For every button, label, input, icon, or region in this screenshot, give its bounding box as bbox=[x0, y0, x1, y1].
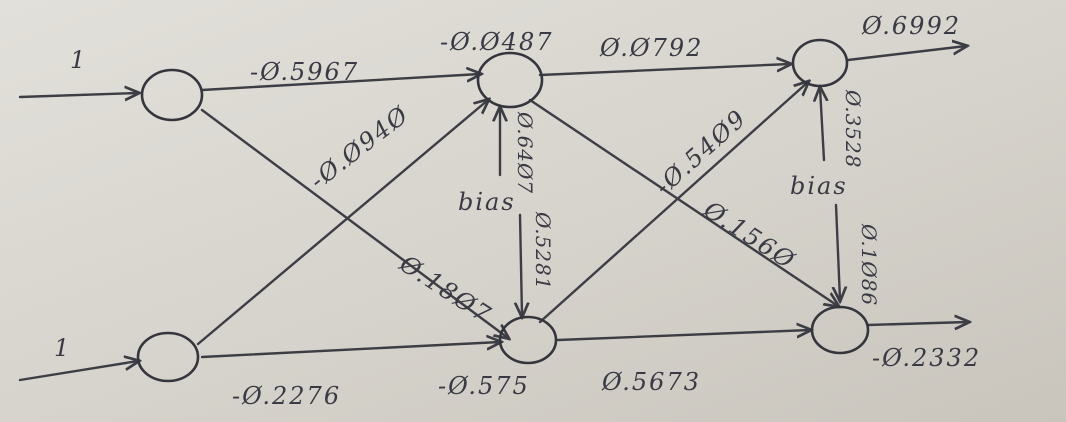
bias-weight-o1-bottom: Ø.1Ø86 bbox=[857, 223, 881, 306]
edge-i2-h1 bbox=[196, 100, 488, 346]
bias-arrow-o2 bbox=[836, 203, 840, 300]
edge-i1-h1 bbox=[200, 74, 480, 92]
weight-h1-o1: Ø.Ø792 bbox=[599, 34, 703, 62]
hidden-node-1 bbox=[476, 51, 544, 109]
output-value-2: -Ø.2332 bbox=[872, 344, 981, 372]
edge-h2-o2 bbox=[556, 330, 810, 342]
input-arrow-1 bbox=[18, 93, 138, 97]
weight-h2-bias: -Ø.575 bbox=[438, 372, 530, 400]
input-arrow-2 bbox=[18, 361, 138, 382]
weight-i1-h1: -Ø.5967 bbox=[250, 58, 359, 86]
input-node-2 bbox=[136, 331, 200, 383]
weight-i1-h2: Ø.18Ø7 bbox=[394, 249, 497, 329]
edge-i2-h2 bbox=[200, 342, 500, 359]
bias-weight-o1-top: Ø.3528 bbox=[841, 89, 865, 168]
bias-label-1: bias bbox=[458, 188, 516, 216]
input-label-2: 1 bbox=[54, 334, 71, 362]
output-node-1 bbox=[791, 38, 849, 88]
bias-weight-h1-bottom: Ø.5281 bbox=[531, 211, 555, 290]
edge-h1-o2 bbox=[528, 98, 838, 306]
edge-i1-h2 bbox=[200, 108, 508, 338]
output-arrow-1 bbox=[846, 46, 966, 62]
output-node-2 bbox=[810, 305, 870, 355]
edge-h1-o1 bbox=[538, 64, 790, 77]
weight-h1-o2: Ø.156Ø bbox=[698, 195, 801, 275]
weight-h2-o1: -Ø.54Ø9 bbox=[649, 104, 752, 201]
output-value-1: Ø.6992 bbox=[861, 12, 961, 40]
bias-label-2: bias bbox=[790, 172, 848, 200]
input-label-1: 1 bbox=[70, 46, 87, 74]
hidden-node-2 bbox=[498, 315, 558, 365]
weight-i2-h1: -Ø.Ø94Ø bbox=[304, 100, 414, 195]
input-node-1 bbox=[140, 68, 204, 122]
bias-arrow-o1 bbox=[820, 88, 824, 162]
weight-i2-h2: -Ø.2276 bbox=[232, 382, 341, 410]
edge-h2-o1 bbox=[538, 82, 808, 324]
weight-h1-bias: -Ø.Ø487 bbox=[440, 28, 554, 56]
bias-weight-h1-top: Ø.64Ø7 bbox=[513, 111, 537, 194]
bias-arrow-h2 bbox=[520, 213, 522, 316]
weight-h2-o2: Ø.5673 bbox=[601, 368, 701, 396]
output-arrow-2 bbox=[866, 322, 968, 325]
